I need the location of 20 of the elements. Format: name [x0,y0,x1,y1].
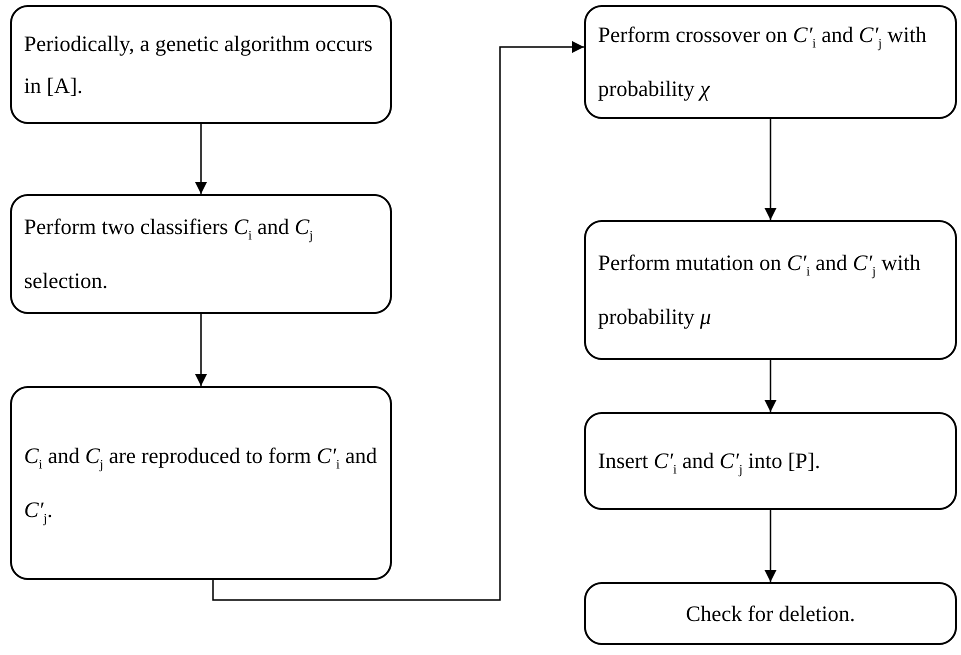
arrow [212,41,584,601]
process-box [10,194,392,314]
process-box [584,5,957,119]
process-box [584,412,957,510]
step-text: Insert C′$_{i}$ and C′$_{j}$ into [P]. [598,447,822,478]
arrow [764,360,776,412]
step-text: Check for deletion. [684,600,856,628]
step-text: Perform two classifiers C$_{i}$ and C$_{j}$ selection. [24,213,314,295]
arrow [764,119,776,220]
step-text: Periodically, a genetic algorithm occurs in [A]. [24,30,374,100]
arrow [195,314,207,386]
process-box [584,582,957,645]
step-text: Perform crossover on C′$_{i}$ and C′$_{j}$ with probability χ [598,21,928,103]
step-text: C$_{i}$ and C$_{j}$ are reproduced to form C′$_{i}$ and C′$_{j}$. [24,442,378,528]
arrow [764,510,776,582]
process-box [10,5,392,124]
process-box [10,386,392,580]
arrow [195,124,207,194]
process-box [584,220,957,360]
step-text: Perform mutation on C′$_{i}$ and C′$_{j}$ with probability μ [598,249,922,331]
